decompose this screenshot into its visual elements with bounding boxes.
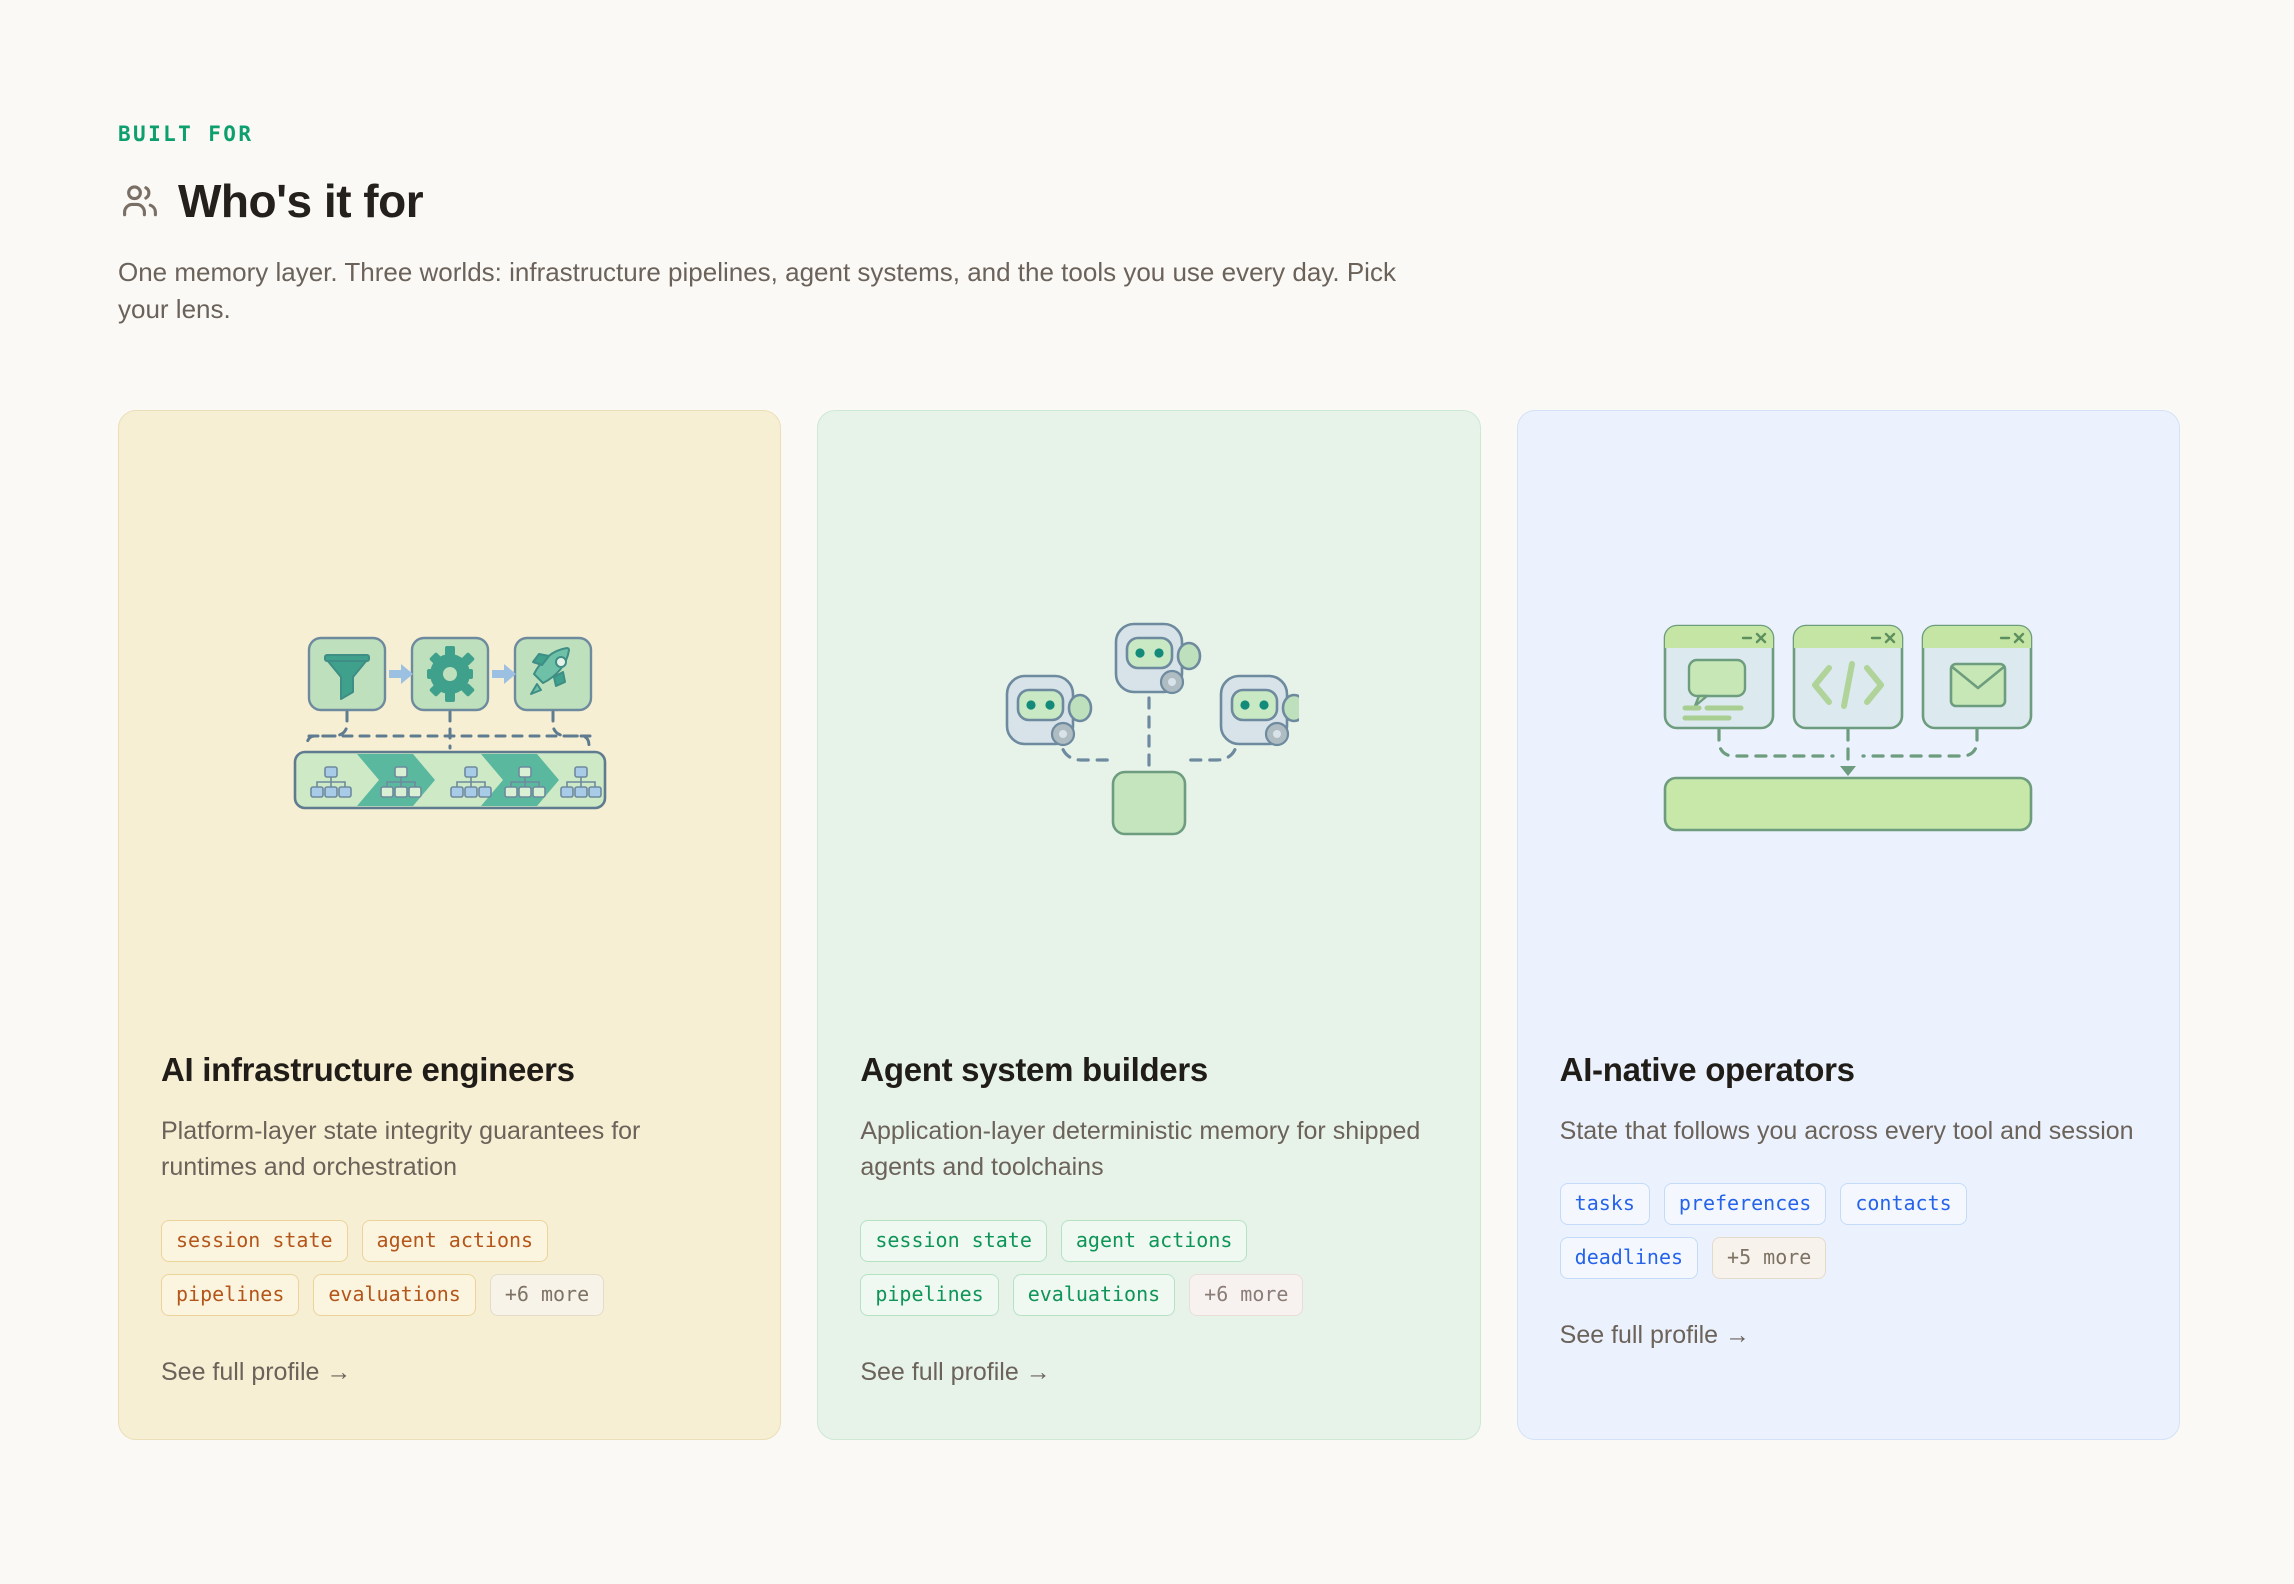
tag[interactable]: deadlines	[1559, 1237, 1699, 1280]
tag[interactable]: preferences	[1663, 1183, 1827, 1226]
page-title: Who's it for	[178, 175, 424, 227]
audience-card-grid: AI infrastructure engineers Platform-lay…	[118, 410, 2180, 1440]
tag-more-count[interactable]: +5 more	[1712, 1237, 1827, 1280]
tag[interactable]: agent actions	[1060, 1219, 1248, 1262]
audience-card-agent-system-builders[interactable]: Agent system builders Application-layer …	[817, 410, 1481, 1440]
tag-more-count[interactable]: +6 more	[1189, 1273, 1304, 1316]
card-description: Application-layer deterministic memory f…	[860, 1117, 1421, 1182]
card-description: Platform-layer state integrity guarantee…	[161, 1117, 641, 1182]
card-tag-list: tasks preferences contacts deadlines +5 …	[1559, 1183, 2030, 1280]
tag[interactable]: pipelines	[860, 1273, 999, 1316]
tag[interactable]: session state	[860, 1219, 1047, 1262]
audience-card-ai-infrastructure-engineers[interactable]: AI infrastructure engineers Platform-lay…	[118, 410, 782, 1440]
tag[interactable]: tasks	[1559, 1183, 1650, 1226]
section-eyebrow: BUILT FOR	[118, 122, 254, 146]
section-subtitle: One memory layer. Three worlds: infrastr…	[118, 257, 1396, 324]
tag[interactable]: agent actions	[361, 1219, 549, 1262]
app-windows-illustration	[1518, 411, 2179, 1051]
card-body: AI-native operators State that follows y…	[1518, 1051, 2179, 1350]
pipeline-flow-illustration	[119, 411, 780, 1051]
see-full-profile-link[interactable]: See full profile →	[860, 1357, 1051, 1386]
tag[interactable]: session state	[161, 1219, 348, 1262]
tag[interactable]: evaluations	[313, 1273, 476, 1316]
card-body: AI infrastructure engineers Platform-lay…	[119, 1051, 780, 1387]
tag[interactable]: evaluations	[1012, 1273, 1176, 1316]
tag-more-count[interactable]: +6 more	[489, 1273, 605, 1316]
see-full-profile-link[interactable]: See full profile →	[1559, 1321, 1751, 1350]
card-tag-list: session state agent actions pipelines ev…	[860, 1219, 1330, 1316]
card-title: AI infrastructure engineers	[161, 1051, 575, 1088]
tag[interactable]: pipelines	[161, 1273, 300, 1316]
agent-network-illustration	[818, 411, 1479, 1051]
card-description: State that follows you across every tool…	[1559, 1117, 2134, 1145]
audience-card-ai-native-operators[interactable]: AI-native operators State that follows y…	[1516, 410, 2180, 1440]
card-title: AI-native operators	[1559, 1051, 1855, 1088]
card-title: Agent system builders	[860, 1051, 1208, 1088]
card-tag-list: session state agent actions pipelines ev…	[161, 1219, 631, 1316]
section-header: BUILT FOR Who's it for One memory layer.…	[118, 0, 2178, 328]
people-icon	[118, 179, 162, 223]
tag[interactable]: contacts	[1840, 1183, 1967, 1226]
card-body: Agent system builders Application-layer …	[818, 1051, 1479, 1387]
page-title-row: Who's it for	[118, 178, 2178, 224]
see-full-profile-link[interactable]: See full profile →	[161, 1357, 352, 1386]
